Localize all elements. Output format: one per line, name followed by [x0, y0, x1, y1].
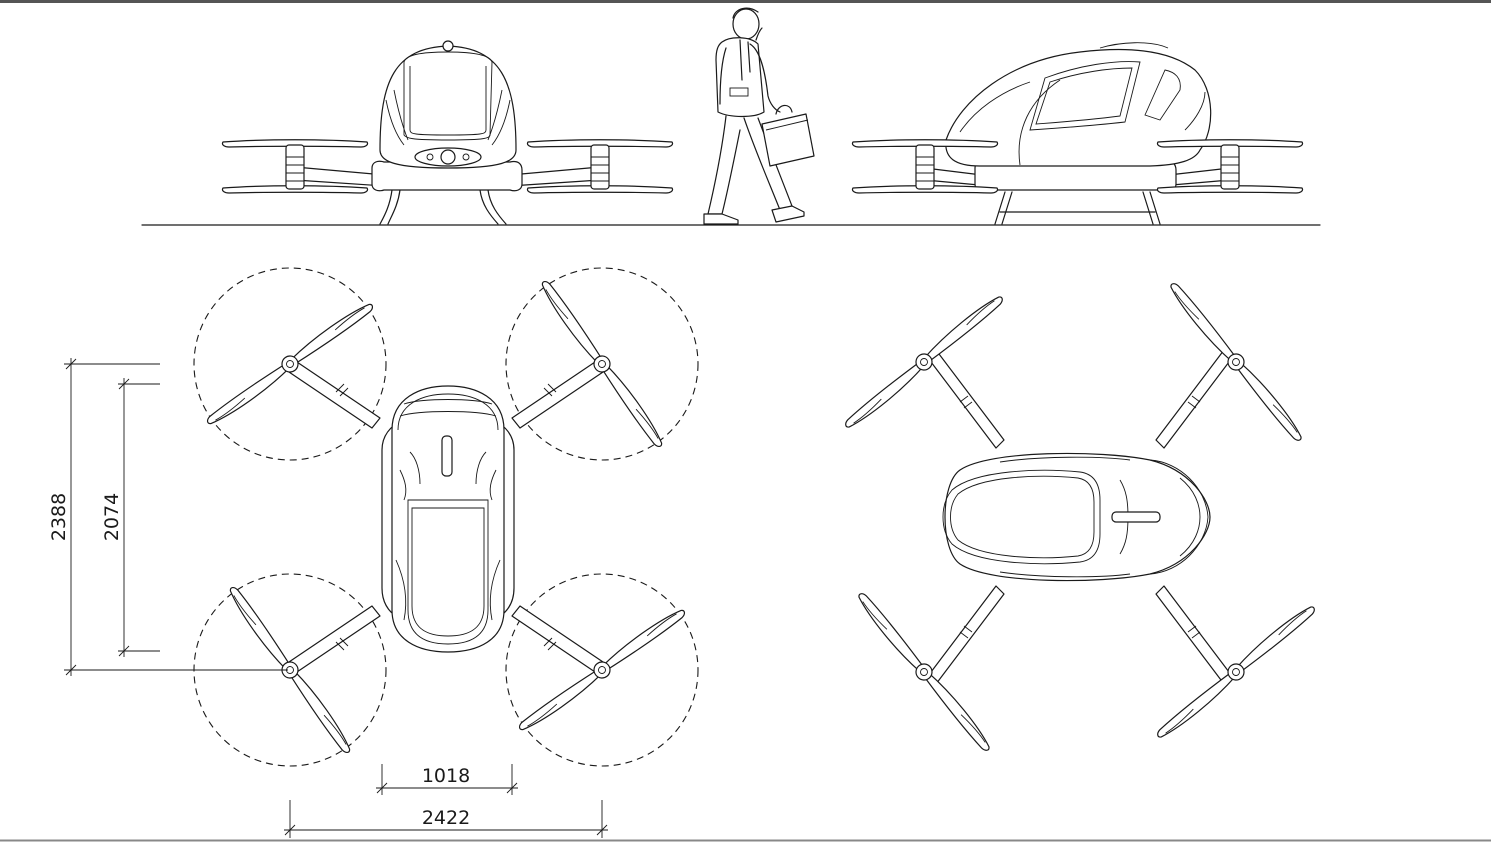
top-view-left — [193, 267, 699, 767]
front-view — [221, 40, 674, 225]
dimension-label-2388: 2388 — [48, 493, 70, 541]
person-figure — [703, 7, 815, 225]
top-view-right — [844, 282, 1316, 752]
dimension-label-1018: 1018 — [422, 765, 470, 787]
dimension-label-2074: 2074 — [101, 493, 123, 541]
dimension-left-outer: 2388 — [48, 358, 288, 676]
dimension-bottom-outer: 2422 — [284, 800, 608, 838]
dimension-bottom-inner: 1018 — [376, 764, 518, 795]
side-view — [851, 42, 1304, 225]
dimension-left-inner: 2074 — [101, 378, 160, 657]
dimension-label-2422: 2422 — [422, 807, 470, 829]
